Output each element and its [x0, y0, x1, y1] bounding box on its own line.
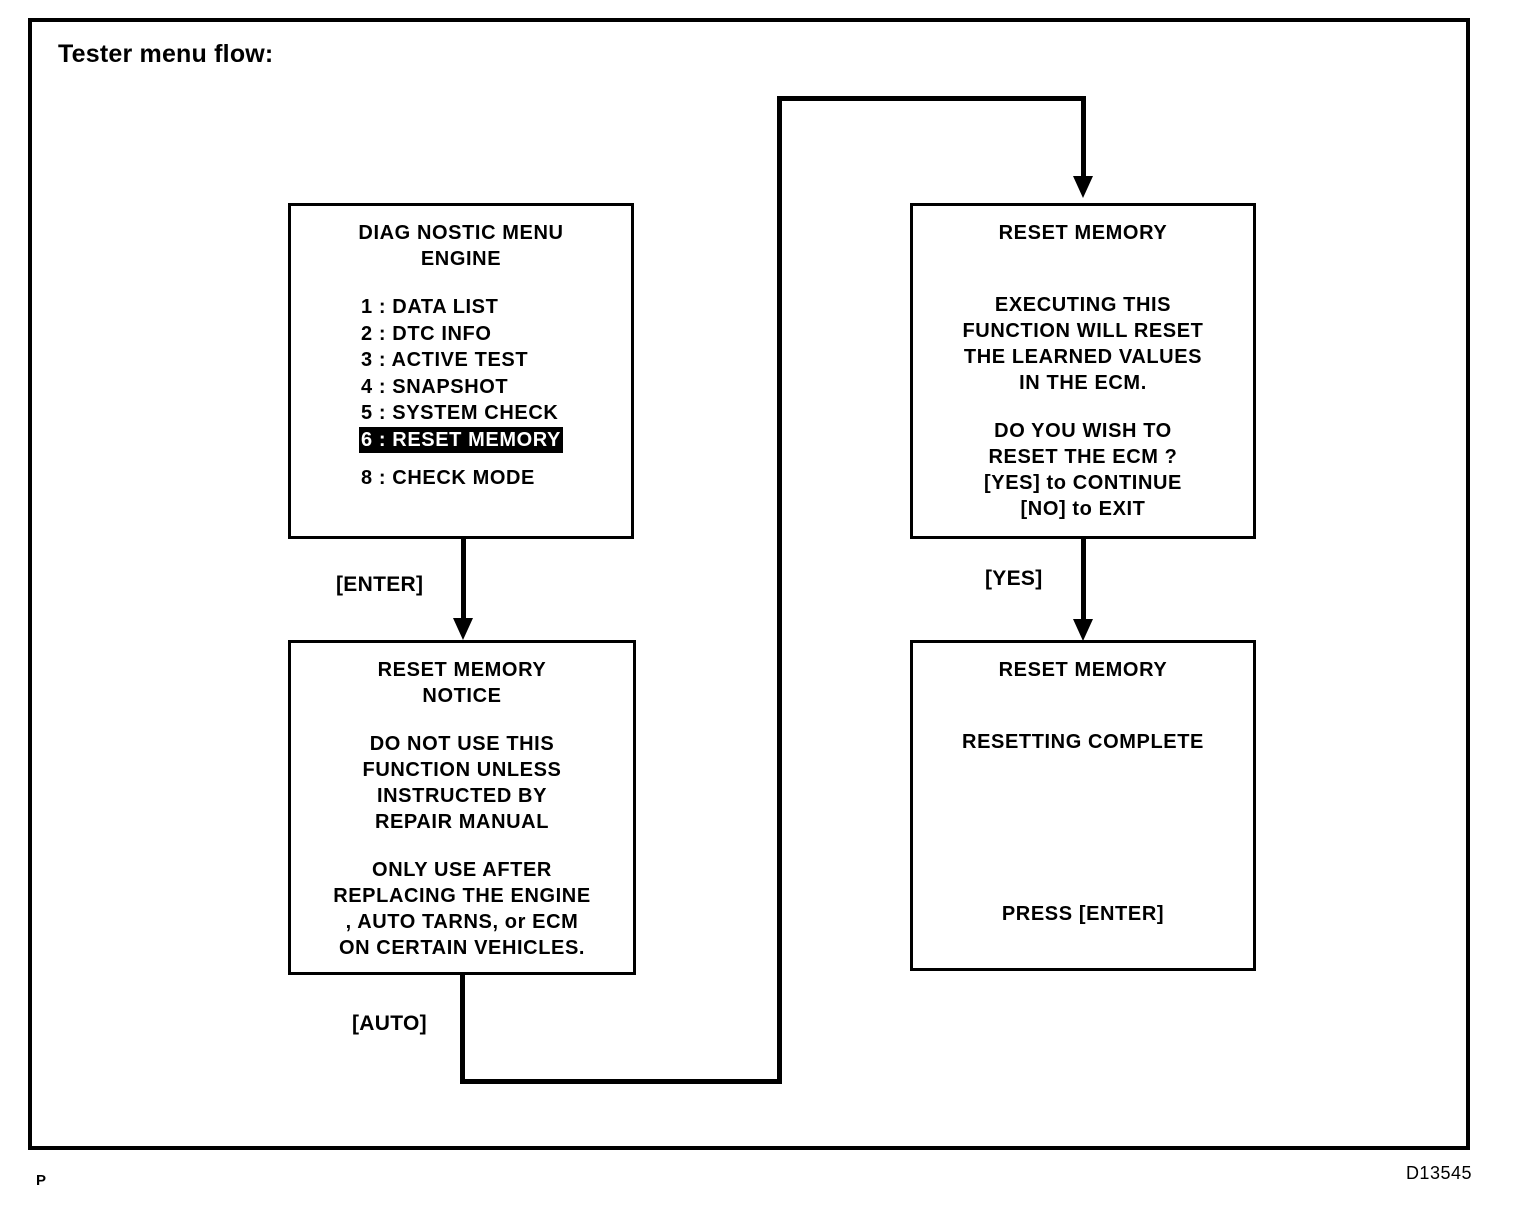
notice-line-7: , AUTO TARNS, or ECM: [345, 911, 579, 933]
notice-line-1: DO NOT USE THIS: [369, 733, 555, 755]
menu-item-active-test[interactable]: 3 : ACTIVE TEST: [361, 349, 529, 371]
confirm-yes-option[interactable]: [YES] to CONTINUE: [984, 472, 1182, 494]
spacer: [291, 709, 633, 731]
screen-title-line: RESET MEMORY: [998, 659, 1168, 681]
edge-label-enter: [ENTER]: [336, 573, 424, 596]
tester-screen-reset-memory-notice: RESET MEMORY NOTICE DO NOT USE THIS FUNC…: [288, 640, 636, 975]
menu-item-dtc-info[interactable]: 2 : DTC INFO: [361, 322, 492, 345]
spacer: [913, 396, 1253, 418]
arrowhead-menu-to-notice: [453, 618, 473, 640]
tester-screen-diagnostic-menu: DIAG NOSTIC MENU ENGINE 1 : DATA LIST 2 …: [288, 203, 634, 539]
page-marker-label: P: [36, 1172, 47, 1189]
notice-line-5: ONLY USE AFTER: [372, 859, 552, 881]
notice-line-8: ON CERTAIN VEHICLES.: [338, 937, 586, 959]
menu-item-data-list[interactable]: 1 : DATA LIST: [361, 296, 499, 318]
tester-screen-reset-memory-complete: RESET MEMORY RESETTING COMPLETE PRESS [E…: [910, 640, 1256, 971]
spacer: [913, 755, 1253, 855]
complete-prompt-text[interactable]: PRESS [ENTER]: [1001, 903, 1165, 925]
menu-item-system-check[interactable]: 5 : SYSTEM CHECK: [361, 402, 559, 424]
confirm-question-line-1: DO YOU WISH TO: [994, 420, 1172, 442]
screen-title-line: RESET MEMORY: [998, 222, 1168, 244]
notice-line-4: REPAIR MANUAL: [374, 811, 550, 833]
arrowhead-to-confirm: [1073, 176, 1093, 198]
connector-confirm-to-complete: [1081, 539, 1086, 621]
page-title: Tester menu flow:: [58, 40, 274, 68]
confirm-line-1: EXECUTING THIS: [994, 294, 1172, 316]
connector-notice-down: [460, 974, 465, 1084]
diagram-outer-frame: [28, 18, 1470, 1150]
spacer: [291, 272, 631, 294]
diagnostic-menu-list: 1 : DATA LIST 2 : DTC INFO 3 : ACTIVE TE…: [359, 294, 563, 492]
notice-line-2: FUNCTION UNLESS: [362, 759, 562, 781]
connector-top-rail: [777, 96, 1086, 101]
notice-line-6: REPLACING THE ENGINE: [333, 885, 591, 907]
menu-item-check-mode[interactable]: 8 : CHECK MODE: [361, 467, 535, 489]
spacer: [913, 855, 1253, 901]
menu-item-reset-memory-selected[interactable]: 6 : RESET MEMORY: [359, 426, 563, 453]
confirm-question-line-2: RESET THE ECM ?: [988, 446, 1178, 468]
edge-label-auto: [AUTO]: [352, 1012, 427, 1035]
spacer: [913, 246, 1253, 292]
complete-status-text: RESETTING COMPLETE: [962, 731, 1204, 753]
screen-subtitle-line: NOTICE: [422, 685, 502, 707]
notice-line-3: INSTRUCTED BY: [376, 785, 548, 807]
figure-code-label: D13545: [1405, 1163, 1472, 1183]
connector-menu-to-notice: [461, 538, 466, 620]
spacer: [291, 835, 633, 857]
menu-item-snapshot[interactable]: 4 : SNAPSHOT: [361, 375, 509, 398]
spacer: [913, 683, 1253, 729]
confirm-line-2: FUNCTION WILL RESET: [962, 320, 1204, 342]
confirm-line-3: THE LEARNED VALUES: [963, 346, 1203, 368]
screen-subtitle-line: ENGINE: [420, 248, 502, 270]
screen-title-line: RESET MEMORY: [377, 659, 547, 681]
confirm-line-4: IN THE ECM.: [1019, 372, 1147, 394]
connector-riser-to-top: [777, 96, 782, 1084]
connector-down-to-confirm: [1081, 96, 1086, 178]
tester-screen-reset-memory-confirm: RESET MEMORY EXECUTING THIS FUNCTION WIL…: [910, 203, 1256, 539]
arrowhead-confirm-to-complete: [1073, 619, 1093, 641]
connector-notice-right: [460, 1079, 782, 1084]
spacer: [359, 453, 563, 465]
screen-title-line: DIAG NOSTIC MENU: [358, 222, 564, 244]
edge-label-yes: [YES]: [985, 567, 1043, 590]
confirm-no-option[interactable]: [NO] to EXIT: [1020, 498, 1146, 520]
